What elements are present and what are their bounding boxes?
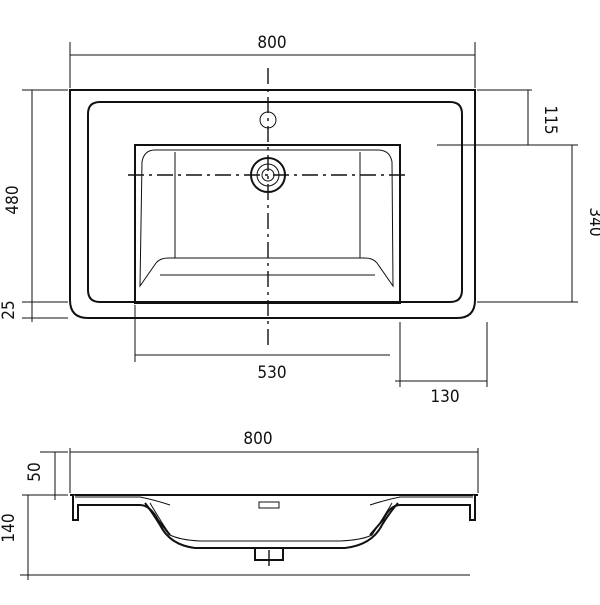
side-rim-right [369, 495, 476, 536]
dim-800-side: 800 [69, 429, 479, 493]
drain-core [261, 168, 275, 182]
dim-50: 50 [22, 451, 68, 500]
dim-25-label: 25 [0, 300, 19, 319]
dim-800-side-label: 800 [243, 429, 272, 449]
drain-inner [256, 163, 280, 187]
side-bowl-outer [144, 502, 399, 549]
side-overflow-slot [258, 501, 280, 509]
top-view: 800 480 25 115 340 [0, 33, 600, 407]
tap-hole [259, 111, 277, 129]
basin-inner-outline [87, 101, 463, 303]
dim-140-label: 140 [0, 513, 19, 542]
side-rim-left [72, 495, 171, 536]
dim-50-label: 50 [25, 462, 45, 481]
side-bowl-inner [149, 502, 393, 542]
side-rim-top [75, 496, 473, 506]
dim-25: 25 [0, 298, 68, 322]
dim-530-label: 530 [257, 363, 286, 383]
dim-115-label: 115 [540, 105, 560, 134]
dim-800-top-label: 800 [257, 33, 286, 53]
drain-outer [250, 157, 286, 193]
dim-130-label: 130 [430, 387, 459, 407]
dim-800-top: 800 [69, 33, 476, 88]
dim-115: 115 [437, 89, 578, 146]
dim-480-label: 480 [3, 185, 23, 214]
side-view: 800 50 140 [0, 429, 479, 580]
dim-530: 530 [134, 305, 390, 383]
dim-130: 130 [395, 322, 488, 407]
dim-340-label: 340 [585, 207, 600, 236]
dim-480: 480 [3, 89, 68, 303]
dim-340: 340 [477, 145, 600, 303]
bowl-inner-slope [139, 149, 394, 288]
dim-140: 140 [0, 495, 470, 580]
basin-outer-outline [69, 89, 476, 319]
